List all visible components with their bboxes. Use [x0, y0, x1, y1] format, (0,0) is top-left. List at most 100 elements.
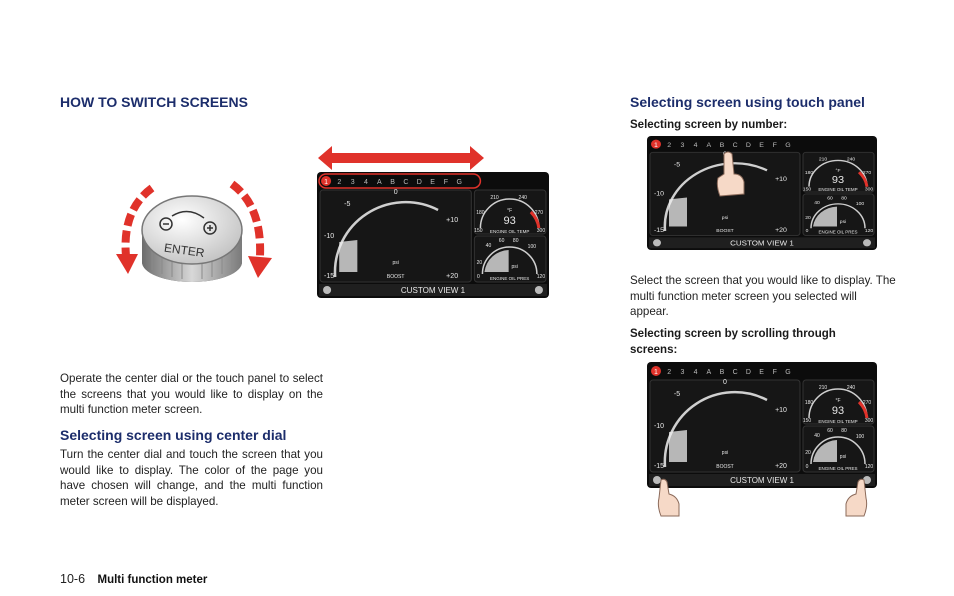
boost-arc	[663, 390, 768, 468]
tab-A: A	[706, 369, 711, 376]
bottom-bar	[649, 237, 875, 249]
tab-C: C	[403, 179, 408, 186]
tab-2: 2	[667, 142, 671, 149]
oil-pres-tick: 60	[827, 196, 833, 202]
oil-temp-tick: 270	[535, 210, 544, 216]
tab-A: A	[706, 142, 711, 149]
oil-temp-tick: 150	[803, 418, 812, 424]
oil-temp-tick: 210	[819, 385, 828, 391]
oil-pres-tick: 60	[827, 428, 833, 434]
tab-E: E	[759, 369, 764, 376]
oil-pres-arc	[810, 436, 866, 465]
by-number-paragraph: Select the screen that you would like to…	[630, 274, 896, 318]
swipe-double-arrow-icon	[318, 146, 484, 170]
boost-arc	[333, 200, 439, 278]
oil-temp-value: 93	[503, 215, 515, 227]
bottom-bar	[319, 284, 547, 296]
oil-pres-tick: 20	[805, 215, 811, 221]
oil-temp-tick: 150	[803, 186, 812, 192]
oil-temp-panel	[802, 379, 875, 425]
oil-pres-tick: 80	[513, 238, 519, 244]
boost-label: BOOST	[716, 228, 734, 234]
boost-tick: +20	[446, 273, 458, 280]
oil-pres-arc	[810, 203, 866, 229]
oil-temp-tick: 270	[863, 170, 872, 176]
oil-temp-tick: 270	[863, 400, 872, 406]
boost-panel	[649, 379, 801, 473]
center-dial-illustration: ENTER	[116, 180, 272, 282]
oil-pres-label: ENGINE OIL PRES	[818, 230, 857, 235]
tab-row-highlight	[318, 173, 482, 189]
tab-1: 1	[654, 369, 658, 376]
boost-arc	[663, 162, 768, 232]
oil-temp-label: ENGINE OIL TEMP	[818, 419, 857, 424]
oil-temp-tick: 240	[847, 385, 856, 391]
tab-B: B	[720, 142, 725, 149]
boost-label: BOOST	[716, 464, 734, 470]
footer-section-title: Multi function meter	[97, 574, 208, 586]
zoom-in-icon	[203, 221, 217, 235]
finger-left-tap-icon	[657, 478, 680, 517]
meter-screen-number-select: 1234ABCDEFG-15-10-50+10+20psiBOOST93°F15…	[647, 136, 877, 250]
boost-panel	[319, 189, 472, 283]
touch-panel-heading: Selecting screen using touch panel	[630, 94, 865, 110]
boost-bar	[339, 240, 358, 272]
oil-temp-tick: 210	[490, 195, 499, 201]
finger-tap-icon	[716, 151, 745, 197]
boost-tick: -5	[674, 162, 681, 169]
tab-F: F	[773, 142, 777, 149]
oil-temp-redzone	[857, 171, 869, 187]
tab-B: B	[720, 369, 725, 376]
tab-C: C	[733, 369, 738, 376]
center-dial-paragraph: Turn the center dial and touch the scree…	[60, 448, 323, 508]
intro-paragraph: Operate the center dial or the touch pan…	[60, 372, 323, 416]
page-number: 10-6	[60, 572, 86, 586]
oil-temp-tick: 300	[865, 418, 874, 424]
oil-pres-tick: 120	[865, 228, 874, 234]
oil-pres-tick: 100	[856, 434, 865, 440]
oil-temp-tick: 180	[805, 400, 814, 406]
boost-unit: psi	[722, 215, 728, 221]
oil-pres-tick: 40	[814, 200, 820, 206]
oil-pres-tick: 40	[486, 243, 492, 249]
custom-view-label: CUSTOM VIEW 1	[401, 286, 466, 295]
boost-tick: +20	[775, 227, 787, 234]
boost-tick: 0	[394, 189, 398, 196]
oil-pres-tick: 20	[477, 260, 483, 266]
oil-pres-tick: 20	[805, 450, 811, 456]
oil-pres-unit: psi	[511, 264, 517, 270]
boost-tick: 0	[723, 379, 727, 386]
oil-pres-tick: 0	[477, 274, 480, 280]
tab-F: F	[444, 179, 448, 186]
tab-3: 3	[351, 179, 355, 186]
oil-pres-tick: 80	[841, 428, 847, 434]
boost-tick: +20	[775, 463, 787, 470]
tab-4: 4	[364, 179, 368, 186]
oil-pres-tick: 120	[865, 464, 874, 470]
boost-tick: -15	[654, 227, 664, 234]
tab-4: 4	[694, 142, 698, 149]
oil-temp-redzone	[529, 210, 541, 229]
tab-C: C	[733, 142, 738, 149]
boost-tick: -15	[324, 273, 334, 280]
prev-screen-icon	[653, 239, 661, 247]
oil-pres-tick: 120	[537, 274, 546, 280]
oil-temp-unit: °F	[835, 398, 840, 404]
oil-pres-tick: 0	[806, 228, 809, 234]
oil-temp-tick: 180	[805, 170, 814, 176]
boost-label: BOOST	[387, 274, 405, 280]
tab-D: D	[746, 142, 751, 149]
center-dial-heading: Selecting screen using center dial	[60, 427, 287, 443]
oil-pres-tick: 40	[814, 433, 820, 439]
oil-pres-tick: 100	[528, 244, 537, 250]
tab-1: 1	[654, 142, 658, 149]
zoom-out-icon	[159, 217, 173, 231]
oil-pres-arc	[481, 246, 538, 275]
tab-E: E	[759, 142, 764, 149]
tab-G: G	[456, 179, 461, 186]
oil-temp-tick: 240	[847, 157, 856, 163]
oil-temp-arc	[479, 198, 540, 229]
boost-tick: +10	[775, 176, 787, 183]
